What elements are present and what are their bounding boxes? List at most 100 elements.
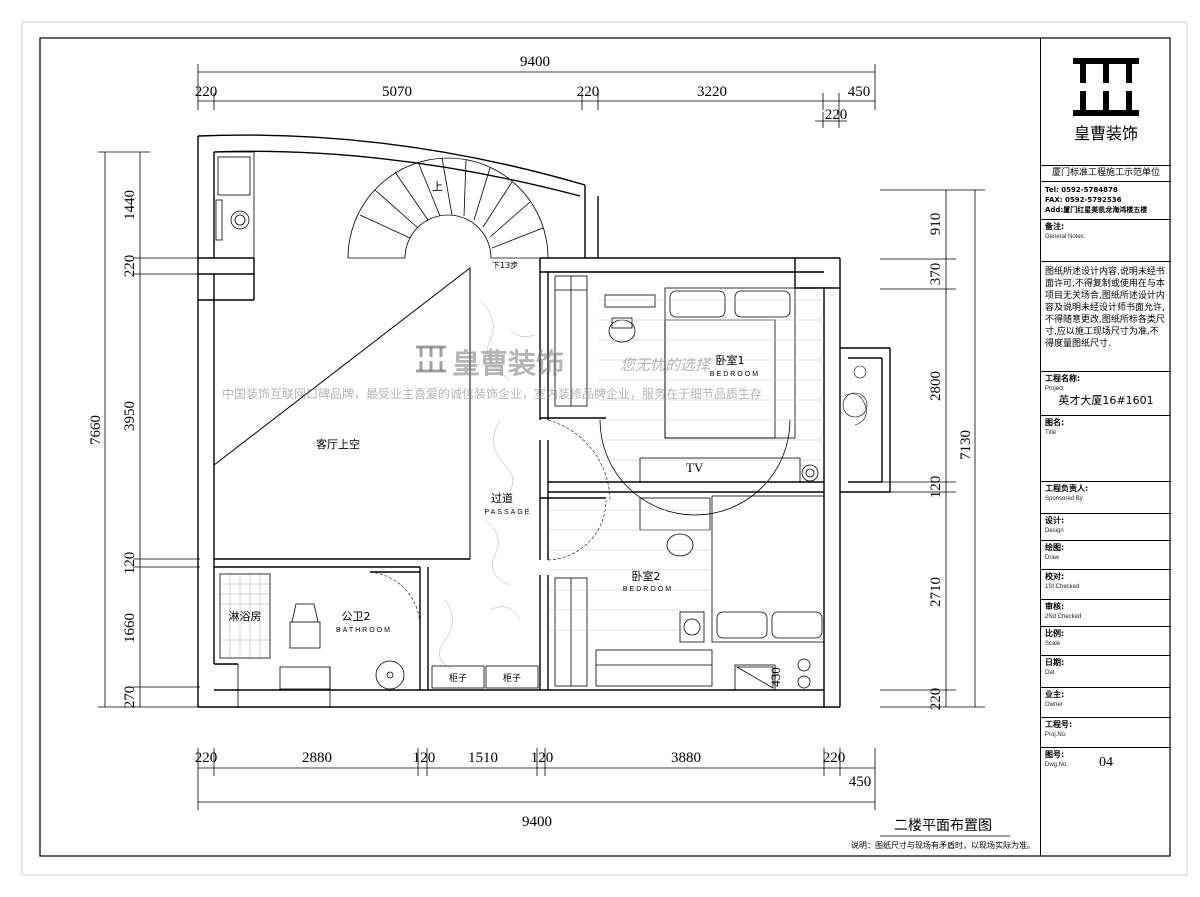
- dim-right-total: 7130: [958, 430, 974, 460]
- tb-dwgno-sub: Dwg.No.: [1045, 762, 1069, 768]
- dim-top-total: 9400: [520, 54, 550, 70]
- tb-scale-sub: Scale: [1045, 641, 1061, 647]
- dim-left-1: 1440: [122, 190, 138, 220]
- tb-check2-sub: 2Nd Checked: [1045, 614, 1082, 620]
- dim-right-2: 370: [928, 263, 944, 286]
- brand-logo-icon: [1073, 58, 1139, 116]
- tb-scale: 比例: Scale: [1041, 627, 1171, 656]
- dim-left-6: 270: [122, 686, 138, 709]
- tb-contact: Tel: 0592-5784878 FAX: 0592-5792536 Add:…: [1041, 182, 1171, 220]
- tb-tel: Tel: 0592-5784878: [1045, 186, 1118, 194]
- dim-left-total: 7660: [88, 415, 104, 445]
- tb-date-sub: Dat: [1045, 670, 1055, 676]
- tb-project-value: 英才大厦16#1601: [1058, 394, 1154, 407]
- dim-right-1: 910: [928, 213, 944, 236]
- cabinets: [431, 665, 539, 689]
- sheet-frame: [39, 37, 1171, 857]
- plan-title: 二楼平面布置图: [894, 818, 992, 834]
- tb-draw-label: 绘图:: [1045, 543, 1065, 552]
- left-dimensions: [98, 151, 200, 708]
- tb-projno: 工程号: Proj.No.: [1041, 718, 1171, 748]
- tb-check2: 审核: 2Nd Checked: [1041, 600, 1171, 627]
- stair-down-label: 下13步: [492, 261, 518, 270]
- dim-top-1: 220: [195, 84, 218, 100]
- tb-owner-sub: Owner: [1045, 702, 1063, 708]
- tb-brand: 皇曹装饰: [1073, 124, 1138, 143]
- tb-draw-sub: Draw: [1045, 555, 1060, 561]
- dim-top-sub: 220: [825, 107, 848, 123]
- balcony-plants: [842, 365, 868, 426]
- tb-project-label: 工程名称:: [1045, 374, 1081, 383]
- tb-dwgno-label: 图号:: [1045, 750, 1065, 759]
- tb-check1-label: 校对:: [1045, 572, 1065, 581]
- watermark-logo-mark: [414, 344, 448, 374]
- tb-manager-sub: Sponsored By: [1045, 496, 1083, 502]
- bathroom-label-en: BATHROOM: [336, 627, 392, 634]
- title-block: 皇曹装饰 厦门标准工程施工示范单位 Tel: 0592-5784878 FAX:…: [1040, 38, 1171, 856]
- tb-dwgno-value: 04: [1099, 755, 1113, 770]
- watermark-logo-icon: [416, 345, 446, 373]
- bottom-dimensions: [197, 748, 876, 810]
- tv-cabinet: [639, 457, 801, 483]
- tb-fax: FAX: 0592-5792536: [1045, 196, 1122, 204]
- bedroom2-label: 卧室2: [632, 569, 661, 583]
- dim-top-5: 450: [848, 84, 871, 100]
- tb-project: 工程名称: Project 英才大厦16#1601: [1041, 372, 1171, 416]
- dim-bottom-2: 2880: [302, 750, 332, 766]
- dim-bottom-extra: 450: [849, 774, 872, 790]
- tb-logo: 皇曹装饰: [1041, 38, 1171, 166]
- tb-date: 日期: Dat: [1041, 656, 1171, 688]
- plan-note: 说明：图纸尺寸与现场有矛盾时，以现场实际为准。: [851, 840, 1035, 850]
- dim-left-5: 1660: [122, 613, 138, 643]
- sheet-border: [21, 21, 1188, 876]
- tb-projno-label: 工程号:: [1045, 720, 1073, 729]
- dim-bottom-total: 9400: [522, 814, 552, 830]
- shower-label: 淋浴房: [229, 610, 262, 623]
- tb-project-sub: Project: [1045, 386, 1064, 392]
- watermark-brand: 皇曹装饰: [452, 347, 565, 380]
- tb-design: 设计: Design: [1041, 514, 1171, 541]
- dim-top-segments: 220 5070 220 3220 450 220: [195, 84, 871, 123]
- tb-draw: 绘图: Draw: [1041, 541, 1171, 570]
- living-void: [213, 266, 471, 560]
- bedroom2-furniture: [554, 495, 825, 691]
- tb-title: 图名: Title: [1041, 416, 1171, 482]
- tb-unit: 厦门标准工程施工示范单位: [1041, 166, 1171, 182]
- top-dimensions: [197, 64, 876, 128]
- tb-design-sub: Design: [1045, 528, 1064, 534]
- passage-label: 过道: [491, 491, 513, 505]
- watermark-slogan: 您无忧的选择: [620, 356, 711, 374]
- tb-date-label: 日期:: [1045, 658, 1065, 667]
- tb-owner: 业主: Owner: [1041, 688, 1171, 718]
- tb-manager-label: 工程负责人:: [1045, 484, 1089, 493]
- tb-manager: 工程负责人: Sponsored By: [1041, 482, 1171, 514]
- tb-notes-sub: General Notes:: [1045, 234, 1086, 240]
- tb-notes-header: 备注: General Notes:: [1041, 220, 1171, 262]
- dim-bottom-6: 3880: [671, 750, 701, 766]
- tb-check1-sub: 1St Checked: [1045, 584, 1080, 590]
- dim-top-3: 220: [577, 84, 600, 100]
- tb-dwgno: 图号: Dwg.No. 04: [1041, 748, 1171, 796]
- spiral-staircase: [347, 157, 549, 259]
- dim-bottom-5: 120: [531, 750, 554, 766]
- dim-bottom-3: 120: [413, 750, 436, 766]
- dim-bottom-4: 1510: [468, 750, 498, 766]
- dim-left-3: 3950: [122, 401, 138, 431]
- dim-left-labels: 7660 1440 220 3950 120 1660 270: [88, 190, 138, 708]
- walls: [197, 134, 891, 708]
- doors: [369, 417, 611, 626]
- dim-right-3: 2800: [928, 371, 944, 401]
- bedroom2-label-en: BEDROOM: [623, 586, 673, 593]
- cabinet2-label: 柜子: [503, 672, 521, 684]
- dim-left-4: 120: [122, 552, 138, 575]
- living-void-label: 客厅上空: [316, 437, 360, 451]
- bathroom-fixtures: [219, 573, 405, 707]
- tb-notes-label: 备注:: [1045, 222, 1065, 231]
- dim-bottom-1: 220: [195, 750, 218, 766]
- tb-notes-text: 图纸所述设计内容,说明未经书面许可,不得复制或使用在与本项目无关场合,图纸所述设…: [1041, 262, 1171, 372]
- dim-right-6: 220: [928, 688, 944, 711]
- tb-check2-label: 审核:: [1045, 602, 1065, 611]
- tv-label: TV: [686, 460, 704, 475]
- bedroom1-label: 卧室1: [716, 353, 745, 367]
